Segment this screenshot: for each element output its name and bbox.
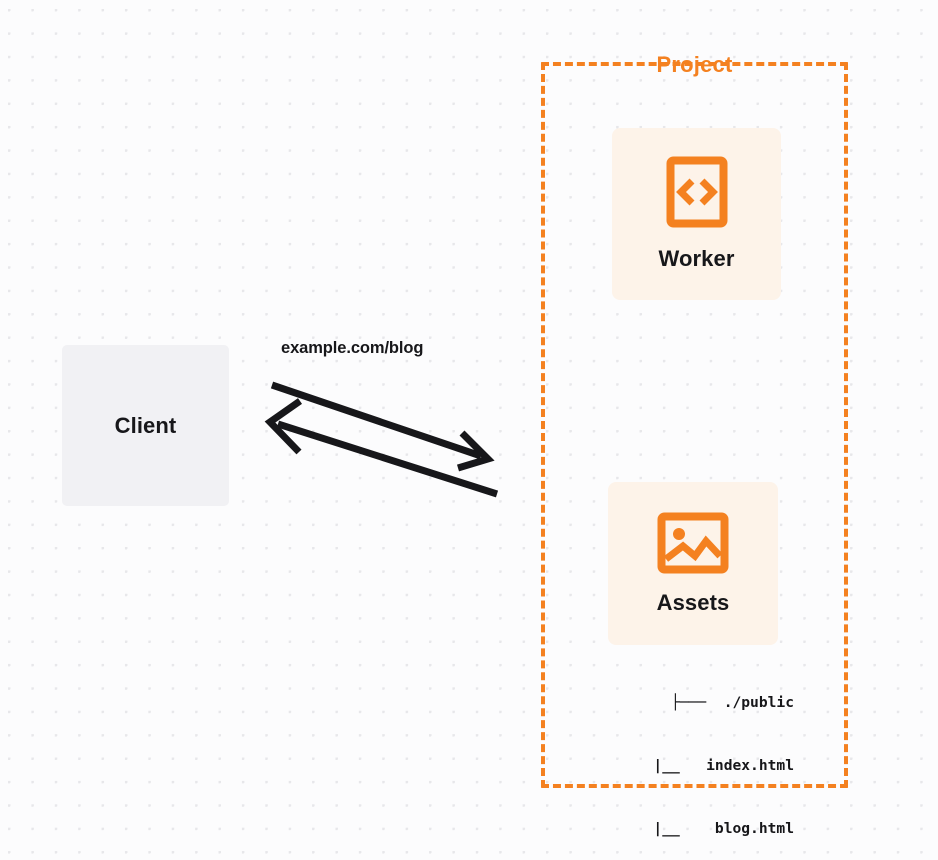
project-title: Project [656,52,733,77]
worker-node-label: Worker [658,246,735,271]
client-node[interactable]: Client [62,345,229,506]
request-url-label: example.com/blog [281,339,424,357]
response-arrow [264,398,499,498]
assets-node-label: Assets [656,589,730,615]
image-icon [657,512,729,574]
project-boundary: Project [541,52,848,788]
assets-node[interactable]: Assets [608,482,778,645]
worker-node[interactable]: Worker [612,128,781,300]
request-arrow [270,381,495,472]
code-brackets-icon [666,156,728,228]
asset-file-tree: ├─── ./public |__ index.html |__ blog.ht… [586,650,794,860]
file-tree-entry: |__ index.html [653,757,794,774]
file-tree-root: ├─── ./public [670,694,794,711]
client-node-label: Client [114,412,177,438]
file-tree-entry: |__ blog.html [653,820,794,837]
